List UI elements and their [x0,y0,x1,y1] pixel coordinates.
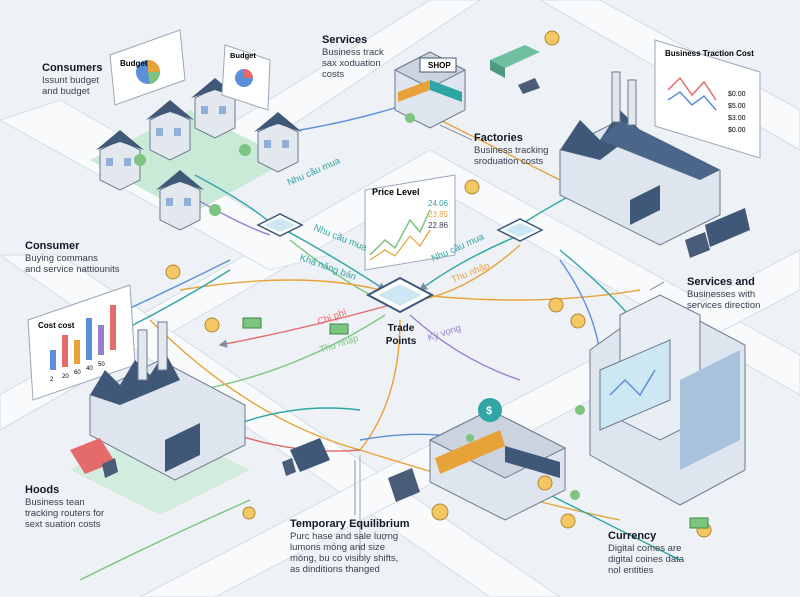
cost-tick-2: 20 [62,374,69,380]
consumers-title: Consumers [42,62,103,74]
truck-right [685,208,750,258]
budget-card-2: Budget [221,44,271,111]
label-services-top: Services Business track sax xoduation co… [322,34,384,80]
truck-bottom [388,468,420,502]
consumers-desc: Issunt budget and budget [42,75,100,97]
label-currency: Currency Digital comes are digital coine… [608,530,684,576]
currency-title: Currency [608,530,657,542]
budget-card-1-title: Budget [120,59,148,68]
trade-points-label: Trade Points [383,322,419,348]
label-services-and: Services and Businesses with services di… [687,276,760,311]
coins [165,30,712,538]
cost-tick-3: 60 [74,370,81,376]
temp-eq-title: Temporary Equilibrium [290,518,410,530]
cost-card-title: Cost cost [38,321,75,330]
traction-price-2: $5.00 [728,103,746,110]
trade-points-hub [365,276,435,314]
price-value-3: 22.86 [428,221,449,230]
traction-card-title: Business Traction Cost [665,49,754,58]
shop-dollar-symbol: $ [486,405,492,417]
factory-top-right [559,71,721,246]
price-level-title: Price Level [372,187,420,197]
currency-desc: Digital comes are digital coines data no… [608,543,685,576]
traction-price-4: $0.00 [728,127,746,134]
trees [405,113,585,500]
traction-card: Business Traction Cost $0.00 $5.00 $3.00… [654,39,761,159]
cash-bills [242,317,709,529]
consumer-houses [96,78,302,231]
factories-desc: Business tracking sroduation costs [474,145,549,167]
factories-title: Factories [474,132,523,144]
leader-lines [354,124,665,515]
hoods-title: Hoods [25,484,60,496]
services-top-desc: Business track sax xoduation costs [322,47,384,80]
consumer-title: Consumer [25,240,80,252]
label-consumer: Consumer Buying commans and service natt… [25,240,120,275]
office-building-right [589,294,746,506]
trade-sub: Points [385,336,417,347]
trade-node-right [496,218,544,242]
truck-center [282,438,330,476]
cost-card: Cost cost 2 20 60 40 50 [27,284,136,401]
services-and-desc: Businesses with services direction [687,289,761,311]
shop-building: SHOP [393,51,467,129]
consumer-desc: Buying commans and service nattiounits [25,253,120,275]
temp-eq-desc: Purc hase and sale luợng lumons móng and… [290,531,399,575]
factory-left [89,321,246,481]
cost-tick-4: 40 [86,366,93,372]
budget-card-2-title: Budget [230,51,256,60]
hoods-desc: Business tean tracking routers for sext … [25,497,105,530]
shop-sign: SHOP [428,61,451,70]
label-temporary-equilibrium: Temporary Equilibrium Purc hase and sale… [290,518,410,575]
label-factories: Factories Business tracking sroduation c… [474,132,548,167]
trade-title: Trade [387,323,415,334]
price-value-1: 24.06 [428,199,449,208]
price-level-card: Price Level 24.06 23.85 22.86 [364,174,456,271]
shop-bottom: $ [428,398,567,521]
truck-left-red [70,438,118,478]
traction-price-3: $3.00 [728,115,746,122]
container-truck-top [490,45,540,94]
trade-node-left [256,213,304,237]
label-hoods: Hoods Business tean tracking routers for… [25,484,104,530]
cost-tick-5: 50 [98,362,105,368]
budget-card-1: Budget [109,29,186,106]
label-consumers: Consumers Issunt budget and budget [42,62,103,97]
services-top-title: Services [322,34,368,46]
traction-price-1: $0.00 [728,91,746,98]
services-and-title: Services and [687,276,755,288]
cost-tick-1: 2 [50,377,54,383]
price-value-2: 23.85 [428,210,449,219]
